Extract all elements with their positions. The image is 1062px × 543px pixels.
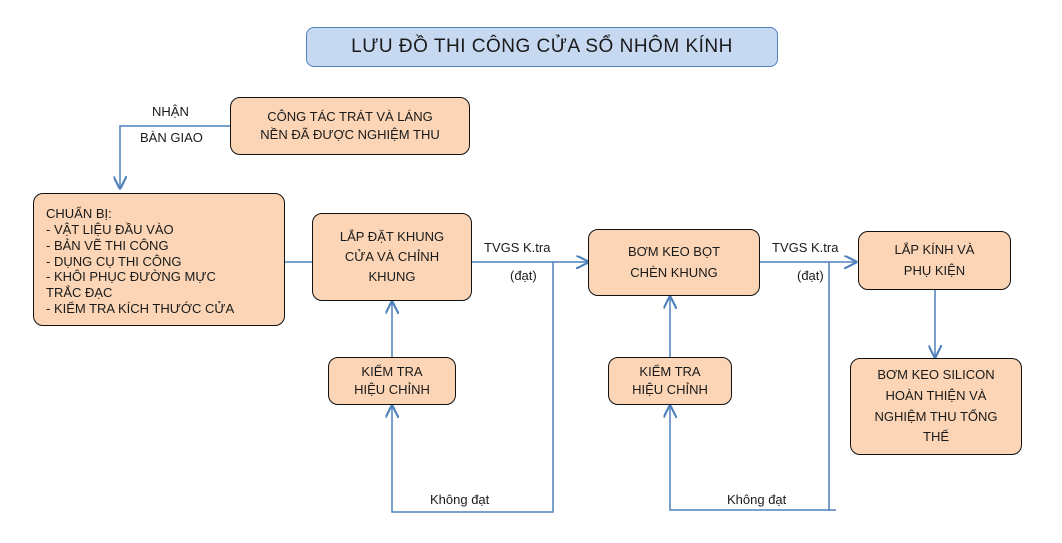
- box-prepare-line-1: CHUẨN BỊ:: [46, 206, 112, 221]
- label-pass-1: (đạt): [510, 268, 537, 283]
- box-frame-line-2: CỬA VÀ CHỈNH: [344, 248, 440, 264]
- box-foam-line-2: CHÈN KHUNG: [630, 264, 718, 280]
- box-prepare: CHUẨN BỊ: - VẬT LIỆU ĐẦU VÀO - BẢN VẼ TH…: [33, 193, 285, 326]
- box-prepare-line-7: - KIỂM TRA KÍCH THƯỚC CỬA: [46, 301, 235, 317]
- label-tvgs-1: TVGS K.tra: [484, 240, 551, 255]
- box-glass-line-2: PHỤ KIỆN: [903, 262, 966, 278]
- box-check-1-line-2: HIỆU CHỈNH: [354, 382, 430, 397]
- box-check-1: KIỂM TRA HIỆU CHỈNH: [328, 357, 456, 405]
- arrow-fail-loop-1: [392, 262, 554, 513]
- box-silicon-line-3: NGHIỆM THU TỔNG: [874, 408, 998, 424]
- label-fail-1: Không đạt: [430, 492, 490, 507]
- box-check-2-line-2: HIỆU CHỈNH: [632, 382, 708, 397]
- label-receive-2: BÀN GIAO: [140, 130, 203, 145]
- box-prepare-line-2: - VẬT LIỆU ĐẦU VÀO: [46, 221, 174, 237]
- arrow-handover: [120, 125, 230, 188]
- label-tvgs-2: TVGS K.tra: [772, 240, 839, 255]
- box-check-2-line-1: KIỂM TRA: [639, 363, 701, 379]
- box-foam: BƠM KEO BỌT CHÈN KHUNG: [588, 229, 760, 296]
- box-prepare-line-6: TRẮC ĐẠC: [46, 285, 113, 301]
- box-check-2: KIỂM TRA HIỆU CHỈNH: [608, 357, 732, 405]
- diagram-title: LƯU ĐỒ THI CÔNG CỬA SỔ NHÔM KÍNH: [306, 27, 778, 67]
- box-acceptance-line-2: NỀN ĐÃ ĐƯỢC NGHIỆM THU: [260, 127, 440, 142]
- box-silicon-line-1: BƠM KEO SILICON: [877, 366, 995, 382]
- box-foam-line-1: BƠM KEO BỌT: [627, 243, 721, 259]
- box-glass: LẮP KÍNH VÀ PHỤ KIỆN: [858, 231, 1011, 290]
- box-prepare-line-5: - KHÔI PHỤC ĐƯỜNG MỰC: [46, 269, 216, 285]
- box-silicon: BƠM KEO SILICON HOÀN THIỆN VÀ NGHIỆM THU…: [850, 358, 1022, 455]
- label-fail-2: Không đạt: [727, 492, 787, 507]
- box-acceptance-line-1: CÔNG TÁC TRÁT VÀ LÁNG: [267, 108, 433, 124]
- box-frame: LẮP ĐẶT KHUNG CỬA VÀ CHỈNH KHUNG: [312, 213, 472, 301]
- box-prepare-line-4: - DỤNG CỤ THI CÔNG: [46, 253, 182, 269]
- box-frame-line-3: KHUNG: [368, 269, 416, 285]
- box-frame-line-1: LẮP ĐẶT KHUNG: [339, 228, 445, 244]
- label-pass-2: (đạt): [797, 268, 824, 283]
- box-acceptance: CÔNG TÁC TRÁT VÀ LÁNG NỀN ĐÃ ĐƯỢC NGHIỆM…: [230, 97, 470, 155]
- arrow-fail-loop-2: [670, 262, 830, 511]
- box-silicon-line-4: THỂ: [923, 429, 949, 445]
- box-glass-line-1: LẮP KÍNH VÀ: [894, 241, 975, 257]
- box-check-1-line-1: KIỂM TRA: [361, 363, 423, 379]
- label-receive-1: NHẬN: [152, 104, 189, 119]
- box-silicon-line-2: HOÀN THIỆN VÀ: [885, 387, 987, 403]
- box-prepare-line-3: - BẢN VẼ THI CÔNG: [46, 237, 169, 253]
